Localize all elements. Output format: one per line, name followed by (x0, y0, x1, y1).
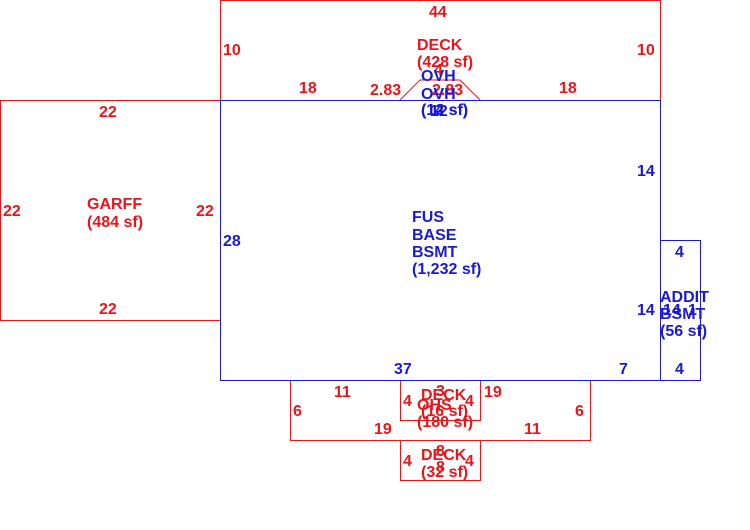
ohs-top-dim: 3 (436, 383, 445, 400)
deck-bottom-mid-dim: 8 (436, 459, 445, 476)
ovh-slant-dim: 2.83 (370, 82, 401, 99)
ovh-top-dim: 4 (434, 62, 443, 79)
garage-top-dim: 22 (99, 104, 117, 121)
deck-bottom-name: DECK (421, 447, 467, 464)
deck-top-name: DECK (417, 37, 463, 54)
main-label-fus: FUS (412, 209, 444, 226)
deck-top-width-dim: 44 (429, 4, 447, 21)
addit-side-dim: 14 (663, 302, 681, 319)
addit-bottom-dim: 4 (675, 361, 684, 378)
addit-area: (56 sf) (660, 323, 707, 340)
ovh-name: OVH (421, 68, 456, 85)
deck-bottom-right-dim: 4 (465, 453, 474, 470)
addit-side-dim-2: 1 (688, 302, 697, 319)
deck-mid-name: DECK (421, 387, 467, 404)
main-area: (1,232 sf) (412, 261, 481, 278)
deck-mid-right-side-dim: 6 (575, 403, 584, 420)
deck-bottom-left-dim: 4 (403, 453, 412, 470)
main-left-dim: 28 (223, 233, 241, 250)
deck-top-area: (428 sf) (417, 54, 473, 71)
main-right-lower-dim: 14 (637, 302, 655, 319)
deck-mid-right-top-dim: 19 (484, 384, 502, 401)
ovh-base-dim: 12 (430, 103, 448, 120)
deck-bottom-area: (32 sf) (421, 464, 468, 481)
ohs-area: (16 sf) (421, 403, 468, 420)
addit-label-bsmt: BSMT (660, 306, 706, 323)
deck-top-seg-left-dim: 18 (299, 80, 317, 97)
ovh-outline (399, 79, 481, 101)
deck-mid-bottom-right-dim: 11 (524, 421, 541, 438)
ohs-left-dim: 4 (403, 393, 412, 410)
deck-mid-area: (180 sf) (417, 414, 473, 431)
deck-mid-left-top-dim: 11 (334, 384, 351, 401)
main-bottom-right-dim: 7 (619, 361, 628, 378)
deck-top-right-dim: 10 (637, 42, 655, 59)
deck-top-seg-right-dim: 18 (559, 80, 577, 97)
deck-bottom-top-dim: 8 (436, 443, 445, 460)
ovh-area-overlap: (14 sf) (421, 102, 468, 119)
garage-right-dim: 22 (196, 203, 214, 220)
ovh-name-2: OVH (421, 86, 456, 103)
ohs-name: OHS (417, 397, 452, 414)
main-right-upper-dim: 14 (637, 163, 655, 180)
main-label-base: BASE (412, 227, 457, 244)
deck-mid-bottom-left-dim: 19 (374, 421, 392, 438)
garage-bottom-dim: 22 (99, 301, 117, 318)
main-bottom-dim: 37 (394, 361, 412, 378)
addit-outline (660, 240, 701, 381)
addit-top-dim: 4 (675, 244, 684, 261)
ohs-right-dim: 4 (465, 393, 474, 410)
garage-area: (484 sf) (87, 214, 143, 231)
garage-name: GARFF (87, 196, 142, 213)
deck-mid-left-side-dim: 6 (293, 403, 302, 420)
addit-label: ADDIT (660, 289, 709, 306)
deck-bottom-outline (400, 440, 481, 481)
garage-left-dim: 22 (3, 203, 21, 220)
deck-top-left-dim: 10 (223, 42, 241, 59)
ovh-area: (12 sf) (421, 102, 468, 119)
main-label-bsmt: BSMT (412, 244, 458, 261)
ovh-slant-right-dim: 2.83 (432, 82, 463, 99)
